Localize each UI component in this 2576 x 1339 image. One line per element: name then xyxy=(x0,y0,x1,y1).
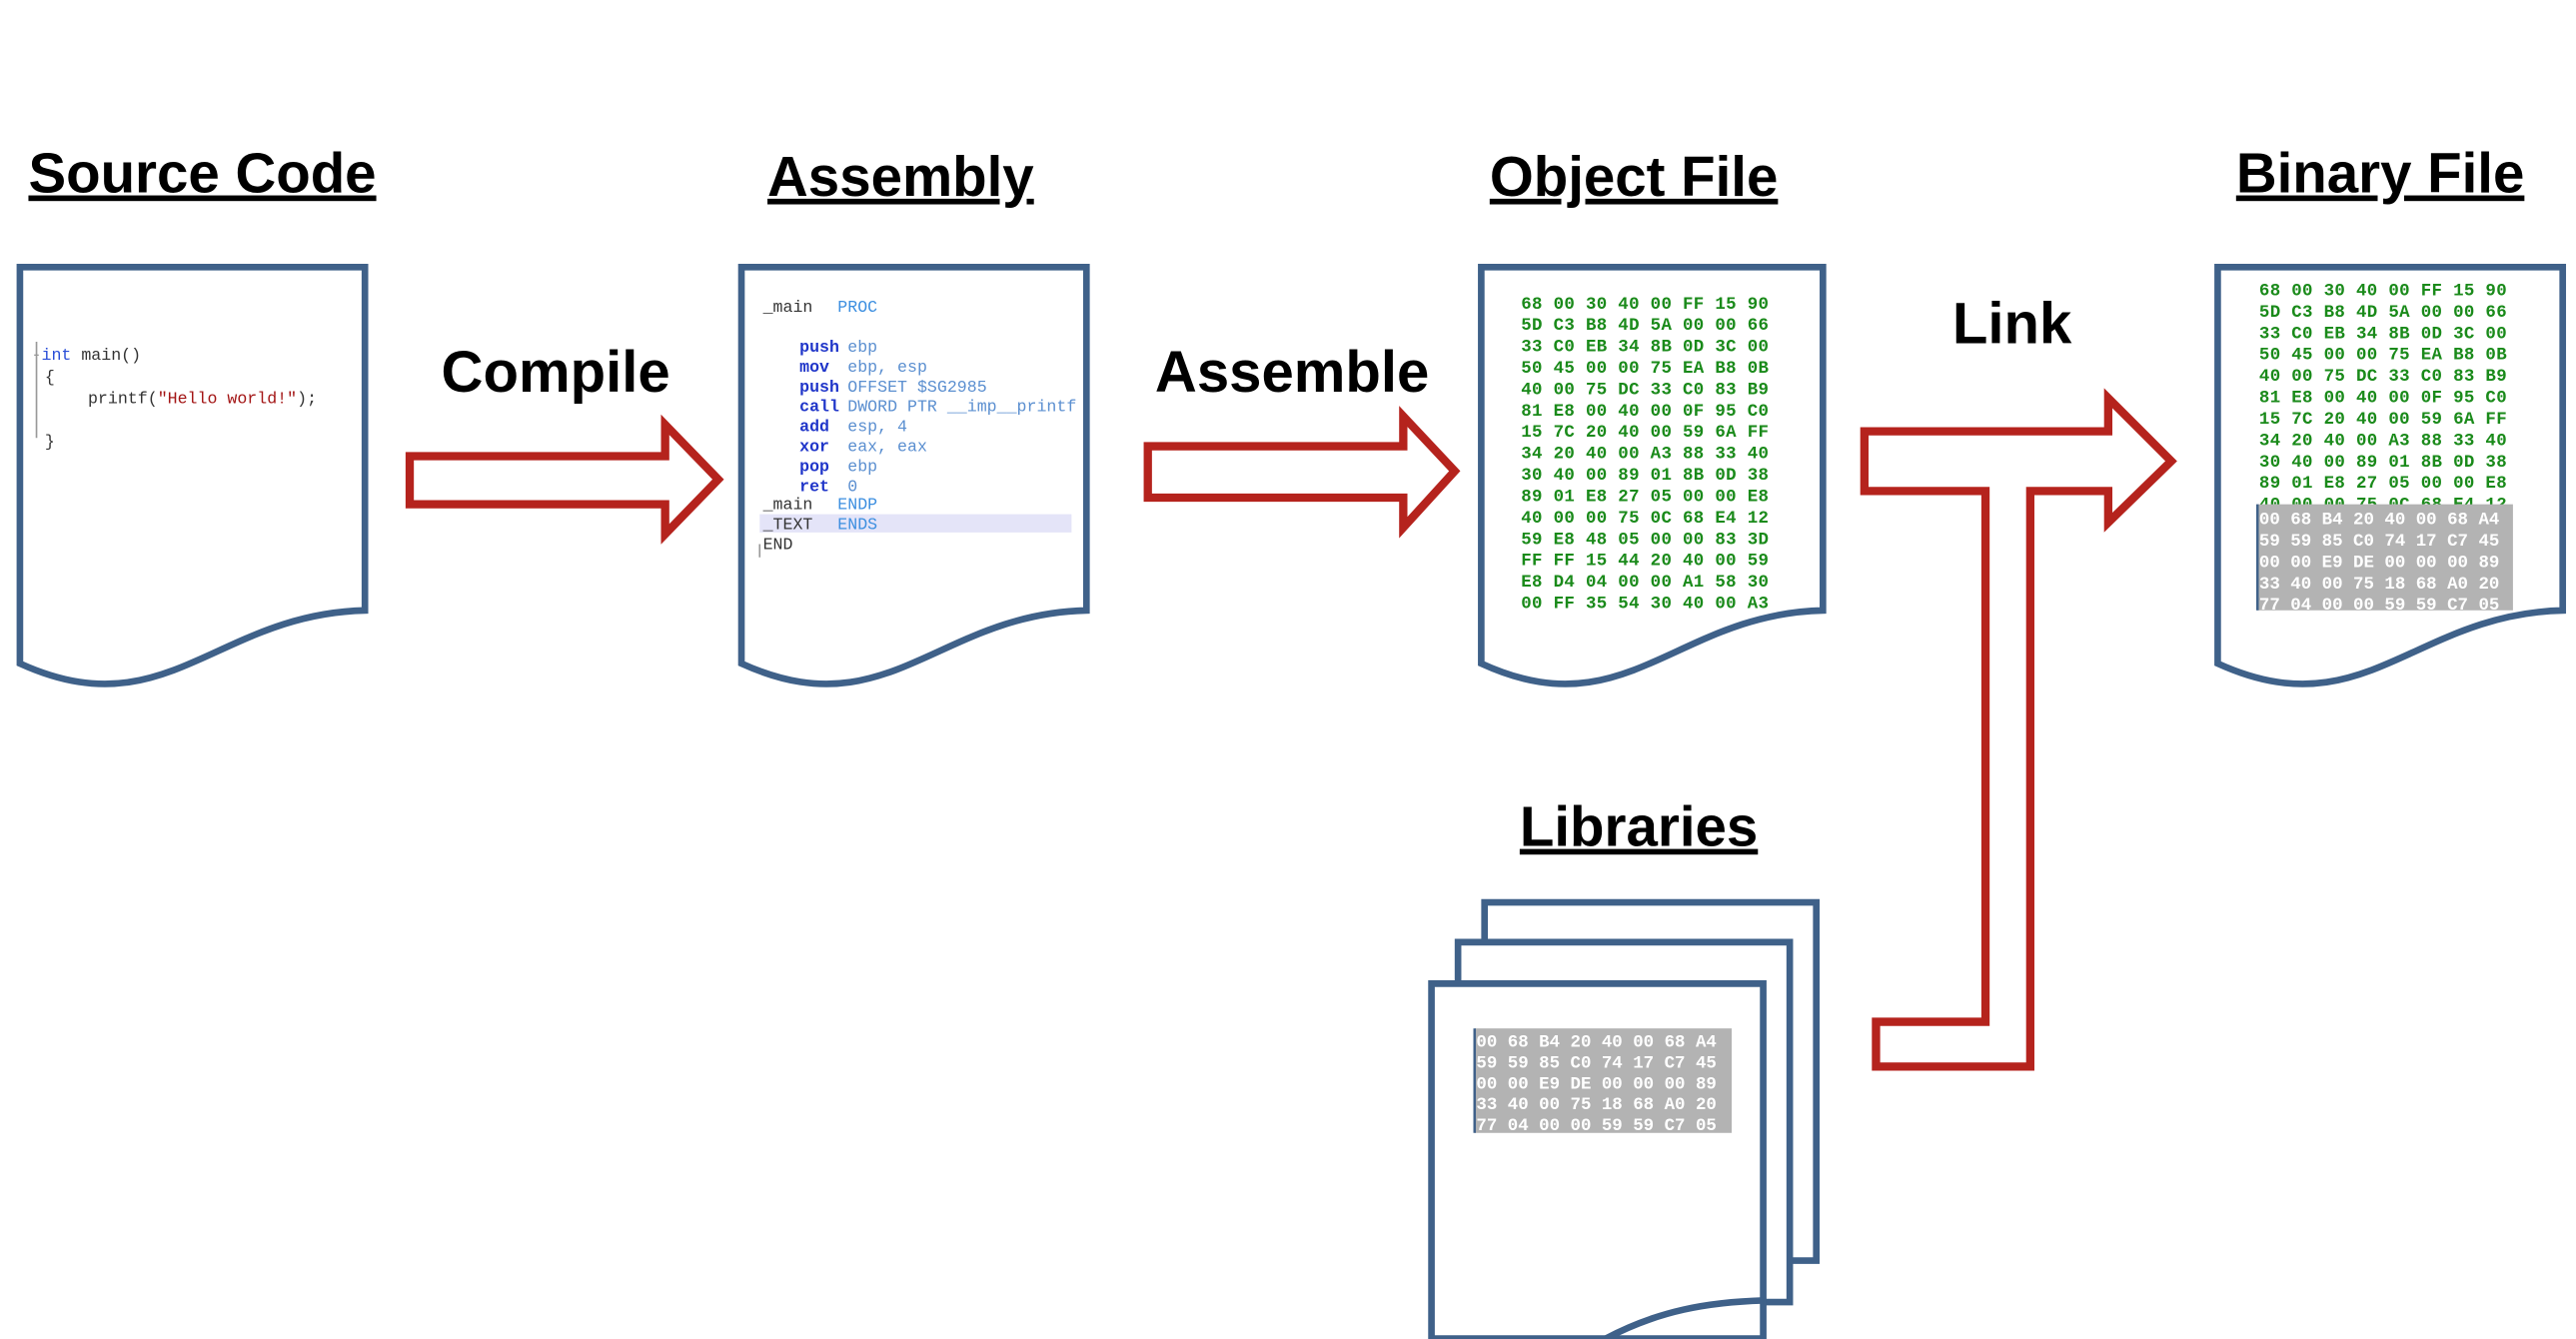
binary-hex-row: 50 45 00 00 75 EA B8 0B xyxy=(2259,346,2507,366)
asm-label: _main xyxy=(762,496,813,515)
link-arrow xyxy=(1860,388,2177,1071)
object-hex-row: 33 C0 EB 34 8B 0D 3C 00 xyxy=(1521,338,1769,358)
object-hex-row: 89 01 E8 27 05 00 00 E8 xyxy=(1521,487,1769,507)
asm-operands: esp, 4 xyxy=(847,418,907,437)
library-hex-row: 00 68 B4 20 40 00 68 A4 xyxy=(1476,1032,1716,1052)
binary-hex-row: 89 01 E8 27 05 00 00 E8 xyxy=(2259,474,2507,494)
asm-opcode: push xyxy=(799,378,839,397)
library-hex-row: 33 40 00 75 18 68 A0 20 xyxy=(1476,1095,1716,1115)
binary-library-row: 59 59 85 C0 74 17 C7 45 xyxy=(2259,532,2499,552)
asm-label: _main xyxy=(762,298,813,317)
asm-operands: 0 xyxy=(847,477,857,496)
binary-library-row: 33 40 00 75 18 68 A0 20 xyxy=(2259,575,2499,595)
binary-library-row: 77 04 00 00 59 59 C7 05 xyxy=(2259,596,2499,616)
label-link: Link xyxy=(1952,292,2072,357)
asm-directive: ENDS xyxy=(837,516,877,535)
object-hex-row: 50 45 00 00 75 EA B8 0B xyxy=(1521,359,1769,379)
binary-hex-row: 40 00 75 DC 33 C0 83 B9 xyxy=(2259,367,2507,387)
asm-opcode: xor xyxy=(799,438,829,457)
src-line-2: { xyxy=(45,368,55,387)
asm-opcode: call xyxy=(799,398,839,417)
asm-directive: ENDP xyxy=(837,496,877,515)
asm-opcode: add xyxy=(799,418,829,437)
object-hex-row: 40 00 75 DC 33 C0 83 B9 xyxy=(1521,380,1769,400)
asm-operands: ebp, esp xyxy=(847,358,927,377)
binary-hex-row: 30 40 00 89 01 8B 0D 38 xyxy=(2259,453,2507,473)
compile-arrow xyxy=(405,414,724,545)
binary-hex-row: 68 00 30 40 00 FF 15 90 xyxy=(2259,281,2507,301)
binary-library-row: 00 00 E9 DE 00 00 00 89 xyxy=(2259,553,2499,573)
object-hex-row: FF FF 15 44 20 40 00 59 xyxy=(1521,552,1769,572)
object-hex-row: 15 7C 20 40 00 59 6A FF xyxy=(1521,423,1769,443)
heading-libraries: Libraries xyxy=(1520,795,1758,858)
asm-operands: DWORD PTR __imp__printf xyxy=(847,398,1076,417)
asm-opcode: push xyxy=(799,338,839,357)
library-hex-highlight xyxy=(1474,1028,1733,1133)
label-assemble: Assemble xyxy=(1155,340,1429,405)
assemble-arrow xyxy=(1143,406,1461,539)
binary-hex-row: 81 E8 00 40 00 0F 95 C0 xyxy=(2259,389,2507,409)
heading-object-file: Object File xyxy=(1490,145,1779,208)
heading-source-code: Source Code xyxy=(28,142,376,205)
binary-hex-row: 33 C0 EB 34 8B 0D 3C 00 xyxy=(2259,324,2507,344)
asm-operands: OFFSET $SG2985 xyxy=(847,378,986,397)
source-code-document: -int main() { printf("Hello world!"); } xyxy=(16,263,369,687)
heading-binary-file: Binary File xyxy=(2236,142,2525,205)
label-compile: Compile xyxy=(442,340,670,405)
object-hex-row: 30 40 00 89 01 8B 0D 38 xyxy=(1521,466,1769,486)
asm-opcode: mov xyxy=(799,358,829,377)
asm-label: END xyxy=(763,535,793,554)
object-hex-row: 81 E8 00 40 00 0F 95 C0 xyxy=(1521,402,1769,422)
object-hex-row: 00 FF 35 54 30 40 00 A3 xyxy=(1521,595,1769,615)
library-hex-row: 59 59 85 C0 74 17 C7 45 xyxy=(1476,1053,1716,1073)
asm-operands: eax, eax xyxy=(847,438,927,457)
heading-assembly: Assembly xyxy=(767,145,1034,208)
binary-hex-row: 5D C3 B8 4D 5A 00 00 66 xyxy=(2259,303,2507,323)
object-hex-row: E8 D4 04 00 00 A1 58 30 xyxy=(1521,573,1769,593)
src-line-4: } xyxy=(45,433,55,452)
library-hex-row: 77 04 00 00 59 59 C7 05 xyxy=(1476,1116,1716,1136)
library-hex-row: 00 00 E9 DE 00 00 00 89 xyxy=(1476,1074,1716,1094)
object-hex-row: 34 20 40 00 A3 88 33 40 xyxy=(1521,445,1769,465)
object-hex-row: 59 E8 48 05 00 00 83 3D xyxy=(1521,530,1769,550)
object-hex-row: 40 00 00 75 0C 68 E4 12 xyxy=(1521,509,1769,529)
asm-label: _TEXT xyxy=(762,516,813,535)
src-line-3: printf("Hello world!"); xyxy=(88,389,317,408)
asm-operands: ebp xyxy=(847,457,877,476)
binary-library-row: 00 68 B4 20 40 00 68 A4 xyxy=(2259,511,2499,531)
binary-hex-row: 34 20 40 00 A3 88 33 40 xyxy=(2259,431,2507,451)
asm-opcode: ret xyxy=(799,477,829,496)
object-hex-row: 68 00 30 40 00 FF 15 90 xyxy=(1521,295,1769,315)
asm-directive: PROC xyxy=(837,298,877,317)
binary-hex-row: 15 7C 20 40 00 59 6A FF xyxy=(2259,410,2507,430)
linked-library-highlight xyxy=(2257,504,2513,611)
asm-opcode: pop xyxy=(799,457,829,476)
src-line-1: -int main() xyxy=(32,346,142,365)
asm-operands: ebp xyxy=(847,338,877,357)
object-hex-row: 5D C3 B8 4D 5A 00 00 66 xyxy=(1521,316,1769,336)
